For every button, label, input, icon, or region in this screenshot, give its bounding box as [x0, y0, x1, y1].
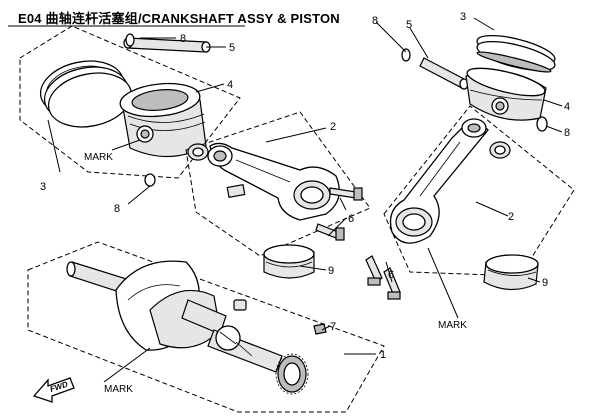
callout-5-right: 5: [406, 19, 412, 31]
left-piston-group-outline: [19, 25, 241, 179]
crankshaft: [66, 260, 283, 373]
callout-8-right-bottom: 8: [564, 127, 570, 139]
callout-9-center: 9: [328, 265, 334, 277]
left-piston-pin: [123, 37, 211, 53]
left-piston-group: [19, 25, 241, 187]
callout-6-center: 6: [348, 213, 354, 225]
right-piston: [465, 67, 547, 121]
leader-lines: [47, 17, 563, 383]
callout-6-right: 6: [388, 269, 394, 281]
callout-2-center: 2: [330, 121, 336, 133]
woodruff-key: [313, 323, 327, 335]
right-rod-small-end-bushing: [489, 141, 511, 159]
center-connecting-rod-group: [185, 111, 371, 257]
mark-label-right-rod: MARK: [438, 320, 467, 331]
right-circlip-top: [401, 48, 411, 62]
left-circlip-bottom: [144, 173, 156, 187]
mark-label-crankshaft: MARK: [104, 384, 133, 395]
right-bearing-shell: [483, 254, 539, 291]
callout-labels: 8 5 4 3 8 2 6 9 1 7 8 5 3 4 8 2 6 9 MARK…: [40, 11, 570, 395]
callout-9-right: 9: [542, 277, 548, 289]
right-rod-bolt-left: [365, 255, 383, 286]
right-rod-group-outline: [383, 105, 575, 277]
callout-1-crankshaft: 1: [380, 349, 386, 361]
callout-8-left-bottom: 8: [114, 203, 120, 215]
center-rod-bolt-upper: [329, 187, 363, 201]
callout-8-left-top: 8: [180, 33, 186, 45]
fwd-arrow-icon: FWD: [32, 377, 75, 403]
left-piston: [119, 82, 207, 158]
callout-2-right: 2: [508, 211, 514, 223]
callout-4-left: 4: [227, 79, 233, 91]
center-rod-bolt-lower: [315, 223, 345, 241]
right-piston-group: [401, 34, 556, 132]
right-connecting-rod: [389, 118, 489, 244]
diagram-title: E04 曲轴连杆活塞组/CRANKSHAFT ASSY & PISTON: [18, 11, 340, 26]
right-piston-pin: [419, 57, 469, 90]
callout-3-right: 3: [460, 11, 466, 23]
callout-4-right: 4: [564, 101, 570, 113]
center-connecting-rod: [207, 142, 340, 221]
center-rod-small-end-bushing: [187, 143, 209, 161]
left-piston-rings: [39, 60, 133, 128]
center-rod-group-outline: [185, 111, 371, 257]
center-rod-bearing-shell-small: [226, 183, 246, 199]
left-circlip-top: [125, 33, 135, 47]
crankshaft-sprocket: [275, 353, 309, 395]
callout-8-right-top: 8: [372, 15, 378, 27]
callout-7-key: 7: [330, 321, 336, 333]
center-bearing-shell: [263, 244, 315, 279]
crankshaft-bushing: [233, 299, 247, 311]
right-connecting-rod-group: [365, 105, 575, 300]
right-piston-rings: [476, 34, 556, 73]
callout-3-left: 3: [40, 181, 46, 193]
mark-label-left-piston: MARK: [84, 152, 113, 163]
crankshaft-group: [27, 241, 385, 413]
callout-5-left: 5: [229, 42, 235, 54]
right-circlip-bottom: [536, 116, 548, 132]
crankshaft-group-outline: [27, 241, 385, 413]
